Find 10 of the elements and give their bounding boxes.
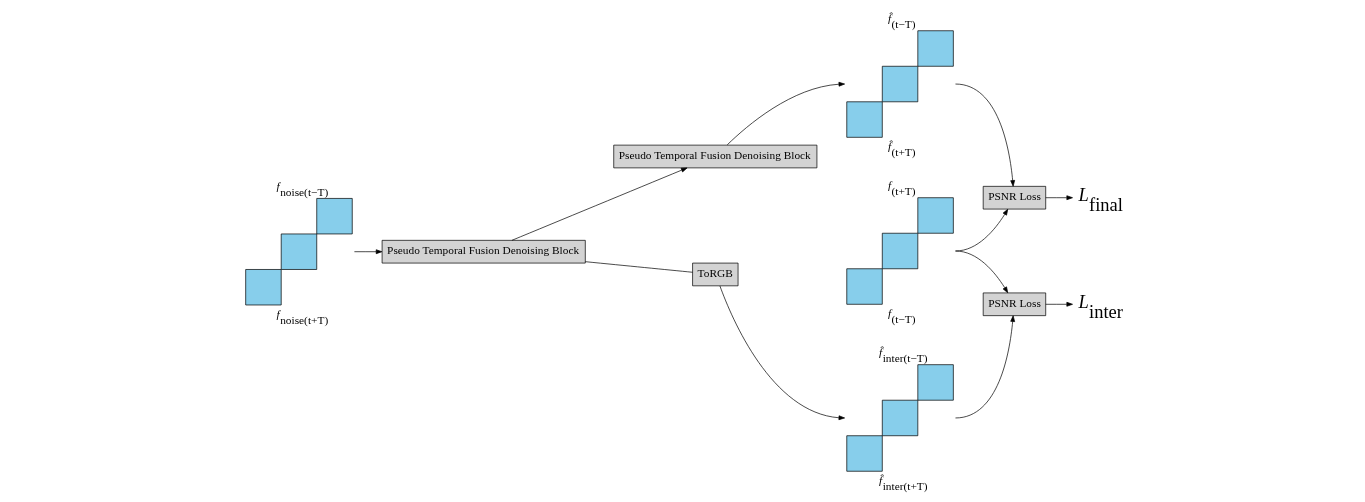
arrow	[719, 285, 845, 421]
arrow	[954, 250, 1008, 294]
arrow	[954, 315, 1015, 419]
arrow	[353, 249, 382, 255]
arrow	[1044, 195, 1073, 201]
arrow	[954, 83, 1015, 187]
connector	[584, 261, 693, 273]
arrow	[511, 167, 687, 241]
arrow	[726, 81, 845, 146]
arrow	[1044, 301, 1073, 307]
